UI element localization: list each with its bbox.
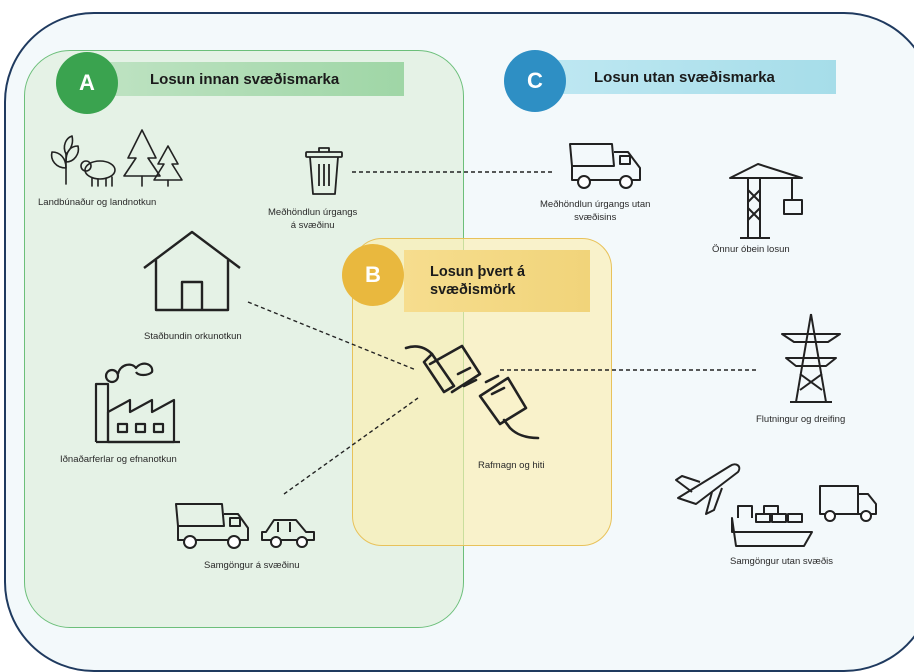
waste-outside-label: Meðhöndlun úrgangs utan svæðisins: [540, 199, 650, 225]
plug-icon: [404, 344, 540, 440]
transport-connector: [283, 397, 419, 495]
region-a-badge: A: [56, 52, 118, 114]
house-icon: [143, 230, 241, 312]
house-connector: [247, 301, 417, 371]
region-c-badge: C: [504, 50, 566, 112]
industry-label: Iðnaðarferlar og efnanotkun: [60, 454, 177, 465]
region-b-badge: B: [342, 244, 404, 306]
waste-inside-label: Meðhöndlun úrgangs á svæðinu: [268, 207, 357, 233]
region-b-title: Losun þvert á svæðismörk: [404, 250, 590, 312]
waste-outside-label-line2: svæðisins: [574, 211, 617, 223]
crane-icon: [729, 163, 803, 239]
waste-outside-label-line1: Meðhöndlun úrgangs utan: [540, 199, 651, 210]
dump-truck-icon: [569, 143, 641, 189]
factory-icon: [94, 362, 180, 444]
truck-car-icon: [175, 503, 315, 549]
agriculture-label: Landbúnaður og landnotkun: [38, 197, 157, 208]
waste-inside-label-line2: á svæðinu: [290, 219, 335, 231]
plane-ship-truck-icon: [675, 463, 877, 547]
electricity-label: Rafmagn og hiti: [478, 460, 545, 471]
region-a-title: Losun innan svæðismarka: [92, 62, 404, 96]
region-b-title-line1: Losun þvert á: [430, 263, 526, 280]
region-c-title: Losun utan svæðismarka: [536, 60, 836, 94]
stationary-energy-label: Staðbundin orkunotkun: [144, 331, 242, 342]
transport-outside-label: Samgöngur utan svæðis: [730, 556, 833, 567]
region-b-title-line2: svæðismörk: [430, 282, 516, 298]
other-indirect-label: Önnur óbein losun: [712, 244, 790, 255]
trash-bin-icon: [305, 147, 343, 195]
transmission-label: Flutningur og dreifing: [756, 414, 846, 425]
plant-sheep-trees-icon: [50, 129, 183, 187]
waste-inside-label-line1: Meðhöndlun úrgangs: [268, 207, 358, 218]
pylon-icon: [781, 313, 841, 403]
connector-lines: [247, 171, 758, 495]
transport-inside-label: Samgöngur á svæðinu: [204, 560, 300, 571]
